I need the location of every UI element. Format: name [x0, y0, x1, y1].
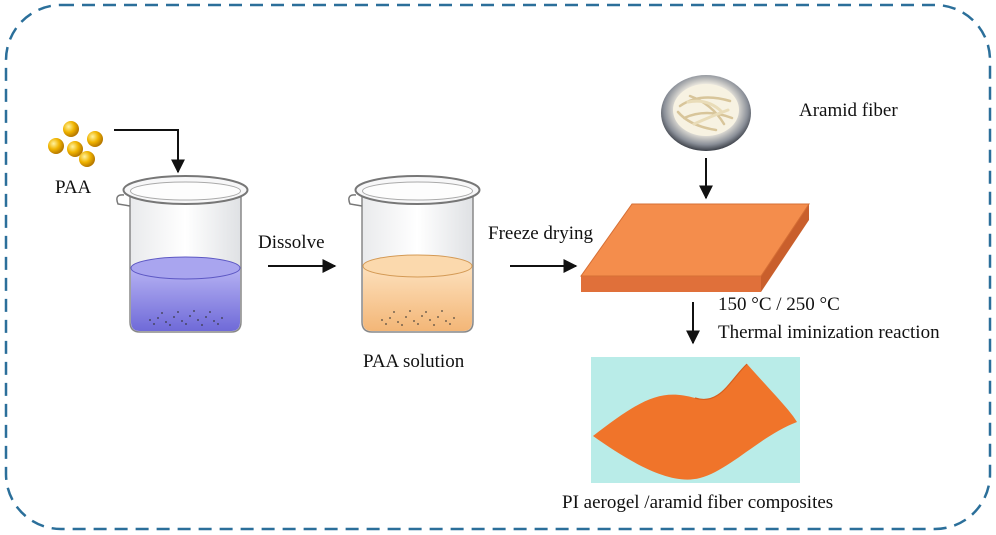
aerogel-block-icon	[580, 203, 810, 292]
beaker-icon	[116, 175, 249, 333]
aramid-fiber-label: Aramid fiber	[799, 100, 898, 121]
dissolve-label: Dissolve	[258, 232, 325, 253]
aramid-fiber-dish-icon	[661, 75, 751, 151]
thermal-reaction-label: Thermal iminization reaction	[718, 322, 940, 343]
beaker-icon	[348, 175, 481, 333]
arrow-paa-to-beaker	[114, 129, 185, 174]
dashed-border	[4, 3, 992, 531]
composites-label: PI aerogel /aramid fiber composites	[562, 492, 833, 513]
composite-sheet-icon	[591, 357, 800, 483]
paa-label: PAA	[55, 177, 92, 198]
paa-solution-label: PAA solution	[363, 351, 465, 372]
paa-particles-icon	[48, 121, 103, 167]
temperature-label: 150 °C / 250 °C	[718, 294, 840, 315]
freeze-drying-label: Freeze drying	[488, 223, 593, 244]
